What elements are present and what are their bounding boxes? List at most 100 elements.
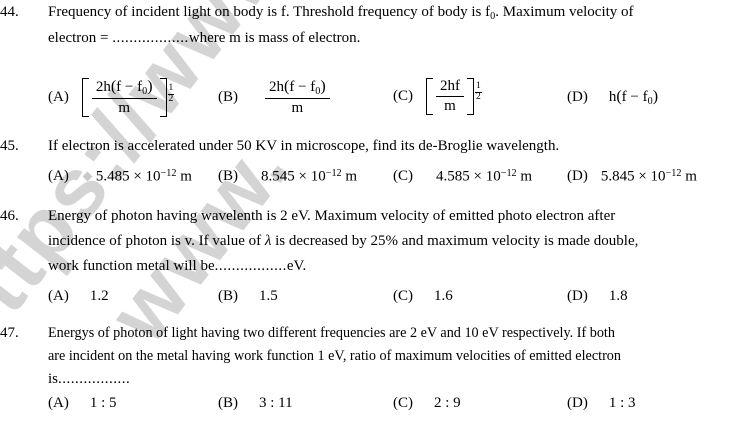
lambda-symbol: λ — [264, 233, 272, 249]
base: 10 — [485, 168, 501, 185]
fraction-denominator: m — [291, 100, 304, 117]
question-46-blank: ................. — [214, 258, 287, 274]
unit: m — [685, 168, 697, 185]
exponent: −12 — [500, 168, 517, 179]
option-44-A[interactable]: (A) 2h(f − f0) m 1 2 — [48, 78, 175, 118]
option-44-D-expression: h(f − f0) — [608, 88, 659, 107]
question-44-options: (A) 2h(f − f0) m 1 2 — [0, 72, 729, 118]
option-44-B-label: (B) — [218, 89, 238, 106]
exponent: −12 — [665, 168, 682, 179]
numerator-binomial: f − f — [116, 79, 143, 95]
question-46-text-3: work function metal will be — [48, 258, 215, 274]
option-45-A-label: (A) — [48, 168, 69, 185]
option-47-A-label: (A) — [48, 395, 69, 411]
times-symbol: × — [473, 168, 482, 185]
option-46-C[interactable]: (C) 1.6 — [393, 288, 453, 305]
base: 10 — [145, 168, 161, 185]
option-45-C[interactable]: (C) 4.585 × 10−12 m — [393, 168, 532, 186]
option-46-B-value: 1.5 — [259, 288, 278, 304]
option-47-B[interactable]: (B) 3 : 11 — [218, 395, 293, 412]
question-number-46: 46. — [0, 208, 19, 224]
question-47-options: (A) 1 : 5 (B) 3 : 11 (C) 2 : 9 (D) 1 : 3 — [0, 395, 729, 421]
binomial: f − f — [621, 89, 648, 105]
watermark-line-1: ttps://www. — [0, 0, 321, 330]
question-45-options: (A) 5.485 × 10−12 m (B) 8.545 × 10−12 m … — [0, 168, 729, 194]
question-44-blank: .................. — [112, 30, 189, 46]
option-45-A-value: 5.485 × 10−12 m — [96, 168, 192, 186]
option-44-D[interactable]: (D) h(f − f0) — [567, 88, 658, 107]
fraction-numerator: 2hf — [436, 78, 464, 97]
mantissa: 4.585 — [436, 168, 470, 185]
option-44-C-expression: 2hf m — [426, 78, 474, 115]
times-symbol: × — [133, 168, 142, 185]
question-46-line-2: incidence of photon is v. If value of λ … — [48, 233, 638, 250]
mantissa: 5.845 — [600, 168, 635, 185]
question-number-45: 45. — [0, 138, 19, 154]
numerator-coefficient: 2h — [95, 79, 111, 95]
question-44-text-1: Frequency of incident light on body is f… — [48, 4, 491, 20]
bracket-right — [467, 78, 474, 115]
question-44-text-2-tail: where m is mass of electron. — [188, 30, 361, 46]
option-46-D-label: (D) — [567, 288, 588, 304]
question-46-options: (A) 1.2 (B) 1.5 (C) 1.6 (D) 1.8 — [0, 288, 729, 314]
option-47-C[interactable]: (C) 2 : 9 — [393, 395, 461, 412]
option-46-B[interactable]: (B) 1.5 — [218, 288, 278, 305]
base: 10 — [310, 168, 326, 185]
option-46-D[interactable]: (D) 1.8 — [567, 288, 628, 305]
option-45-C-value: 4.585 × 10−12 m — [436, 168, 532, 186]
question-44-subscript: 0 — [490, 10, 496, 22]
option-46-C-value: 1.6 — [434, 288, 453, 304]
option-44-C[interactable]: (C) 2hf m 1 2 — [393, 78, 482, 115]
fraction-numerator: 2h(f − f0) — [265, 78, 330, 100]
option-45-D-label: (D) — [567, 168, 588, 185]
unit: m — [180, 168, 192, 185]
numerator-coefficient: 2h — [269, 79, 284, 95]
question-46-text-2: incidence of photon is v. If value of — [48, 233, 265, 249]
option-46-B-label: (B) — [218, 288, 238, 304]
option-47-B-label: (B) — [218, 395, 238, 411]
option-47-D[interactable]: (D) 1 : 3 — [567, 395, 636, 412]
mantissa: 5.485 — [95, 168, 130, 185]
option-45-A[interactable]: (A) 5.485 × 10−12 m — [48, 168, 192, 186]
option-45-C-label: (C) — [393, 168, 413, 185]
option-47-D-label: (D) — [567, 395, 588, 411]
unit: m — [345, 168, 358, 185]
bracket-left — [426, 78, 433, 115]
question-44-line-1: Frequency of incident light on body is f… — [48, 4, 634, 22]
times-symbol: × — [638, 168, 647, 185]
question-46-line-3: work function metal will be.............… — [48, 258, 306, 275]
question-44-line-2: electron = ..................where m is … — [48, 30, 360, 47]
fraction-denominator: m — [118, 100, 131, 117]
question-45-line-1: If electron is accelerated under 50 KV i… — [48, 138, 560, 154]
option-47-A[interactable]: (A) 1 : 5 — [48, 395, 117, 412]
coefficient: h — [608, 89, 617, 105]
option-44-A-label: (A) — [48, 89, 69, 106]
question-47-text-3: is — [48, 371, 59, 387]
option-44-A-expression: 2h(f − f0) m — [81, 78, 167, 118]
question-46-text-3-tail: eV. — [286, 258, 307, 274]
option-45-D-value: 5.845 × 10−12 m — [601, 168, 697, 186]
question-47-line-1: Energys of photon of light having two di… — [48, 325, 615, 341]
option-45-B-value: 8.545 × 10−12 m — [261, 168, 357, 186]
option-46-A-value: 1.2 — [89, 288, 109, 304]
question-46-line-1: Energy of photon having wavelenth is 2 e… — [48, 208, 616, 224]
base: 10 — [650, 168, 666, 185]
question-44-text-1-tail: . Maximum velocity of — [495, 4, 634, 20]
fraction: 2hf m — [436, 78, 464, 115]
option-46-C-label: (C) — [393, 288, 413, 304]
question-number-47: 47. — [0, 325, 19, 341]
exponent: −12 — [325, 168, 342, 179]
exponent-one-half: 1 2 — [475, 81, 482, 103]
option-44-B[interactable]: (B) 2h(f − f0) m — [218, 78, 331, 117]
numerator-binomial: f − f — [289, 79, 316, 95]
bracket-right — [159, 78, 167, 118]
unit: m — [520, 168, 533, 185]
option-46-A-label: (A) — [48, 288, 69, 304]
option-45-D[interactable]: (D) 5.845 × 10−12 m — [567, 168, 697, 186]
option-45-B[interactable]: (B) 8.545 × 10−12 m — [218, 168, 357, 186]
option-46-A[interactable]: (A) 1.2 — [48, 288, 109, 305]
numerator-subscript: 0 — [142, 85, 148, 97]
option-47-C-value: 2 : 9 — [434, 395, 461, 411]
numerator-subscript: 0 — [315, 85, 321, 97]
exponent-one-half: 1 2 — [167, 82, 175, 104]
